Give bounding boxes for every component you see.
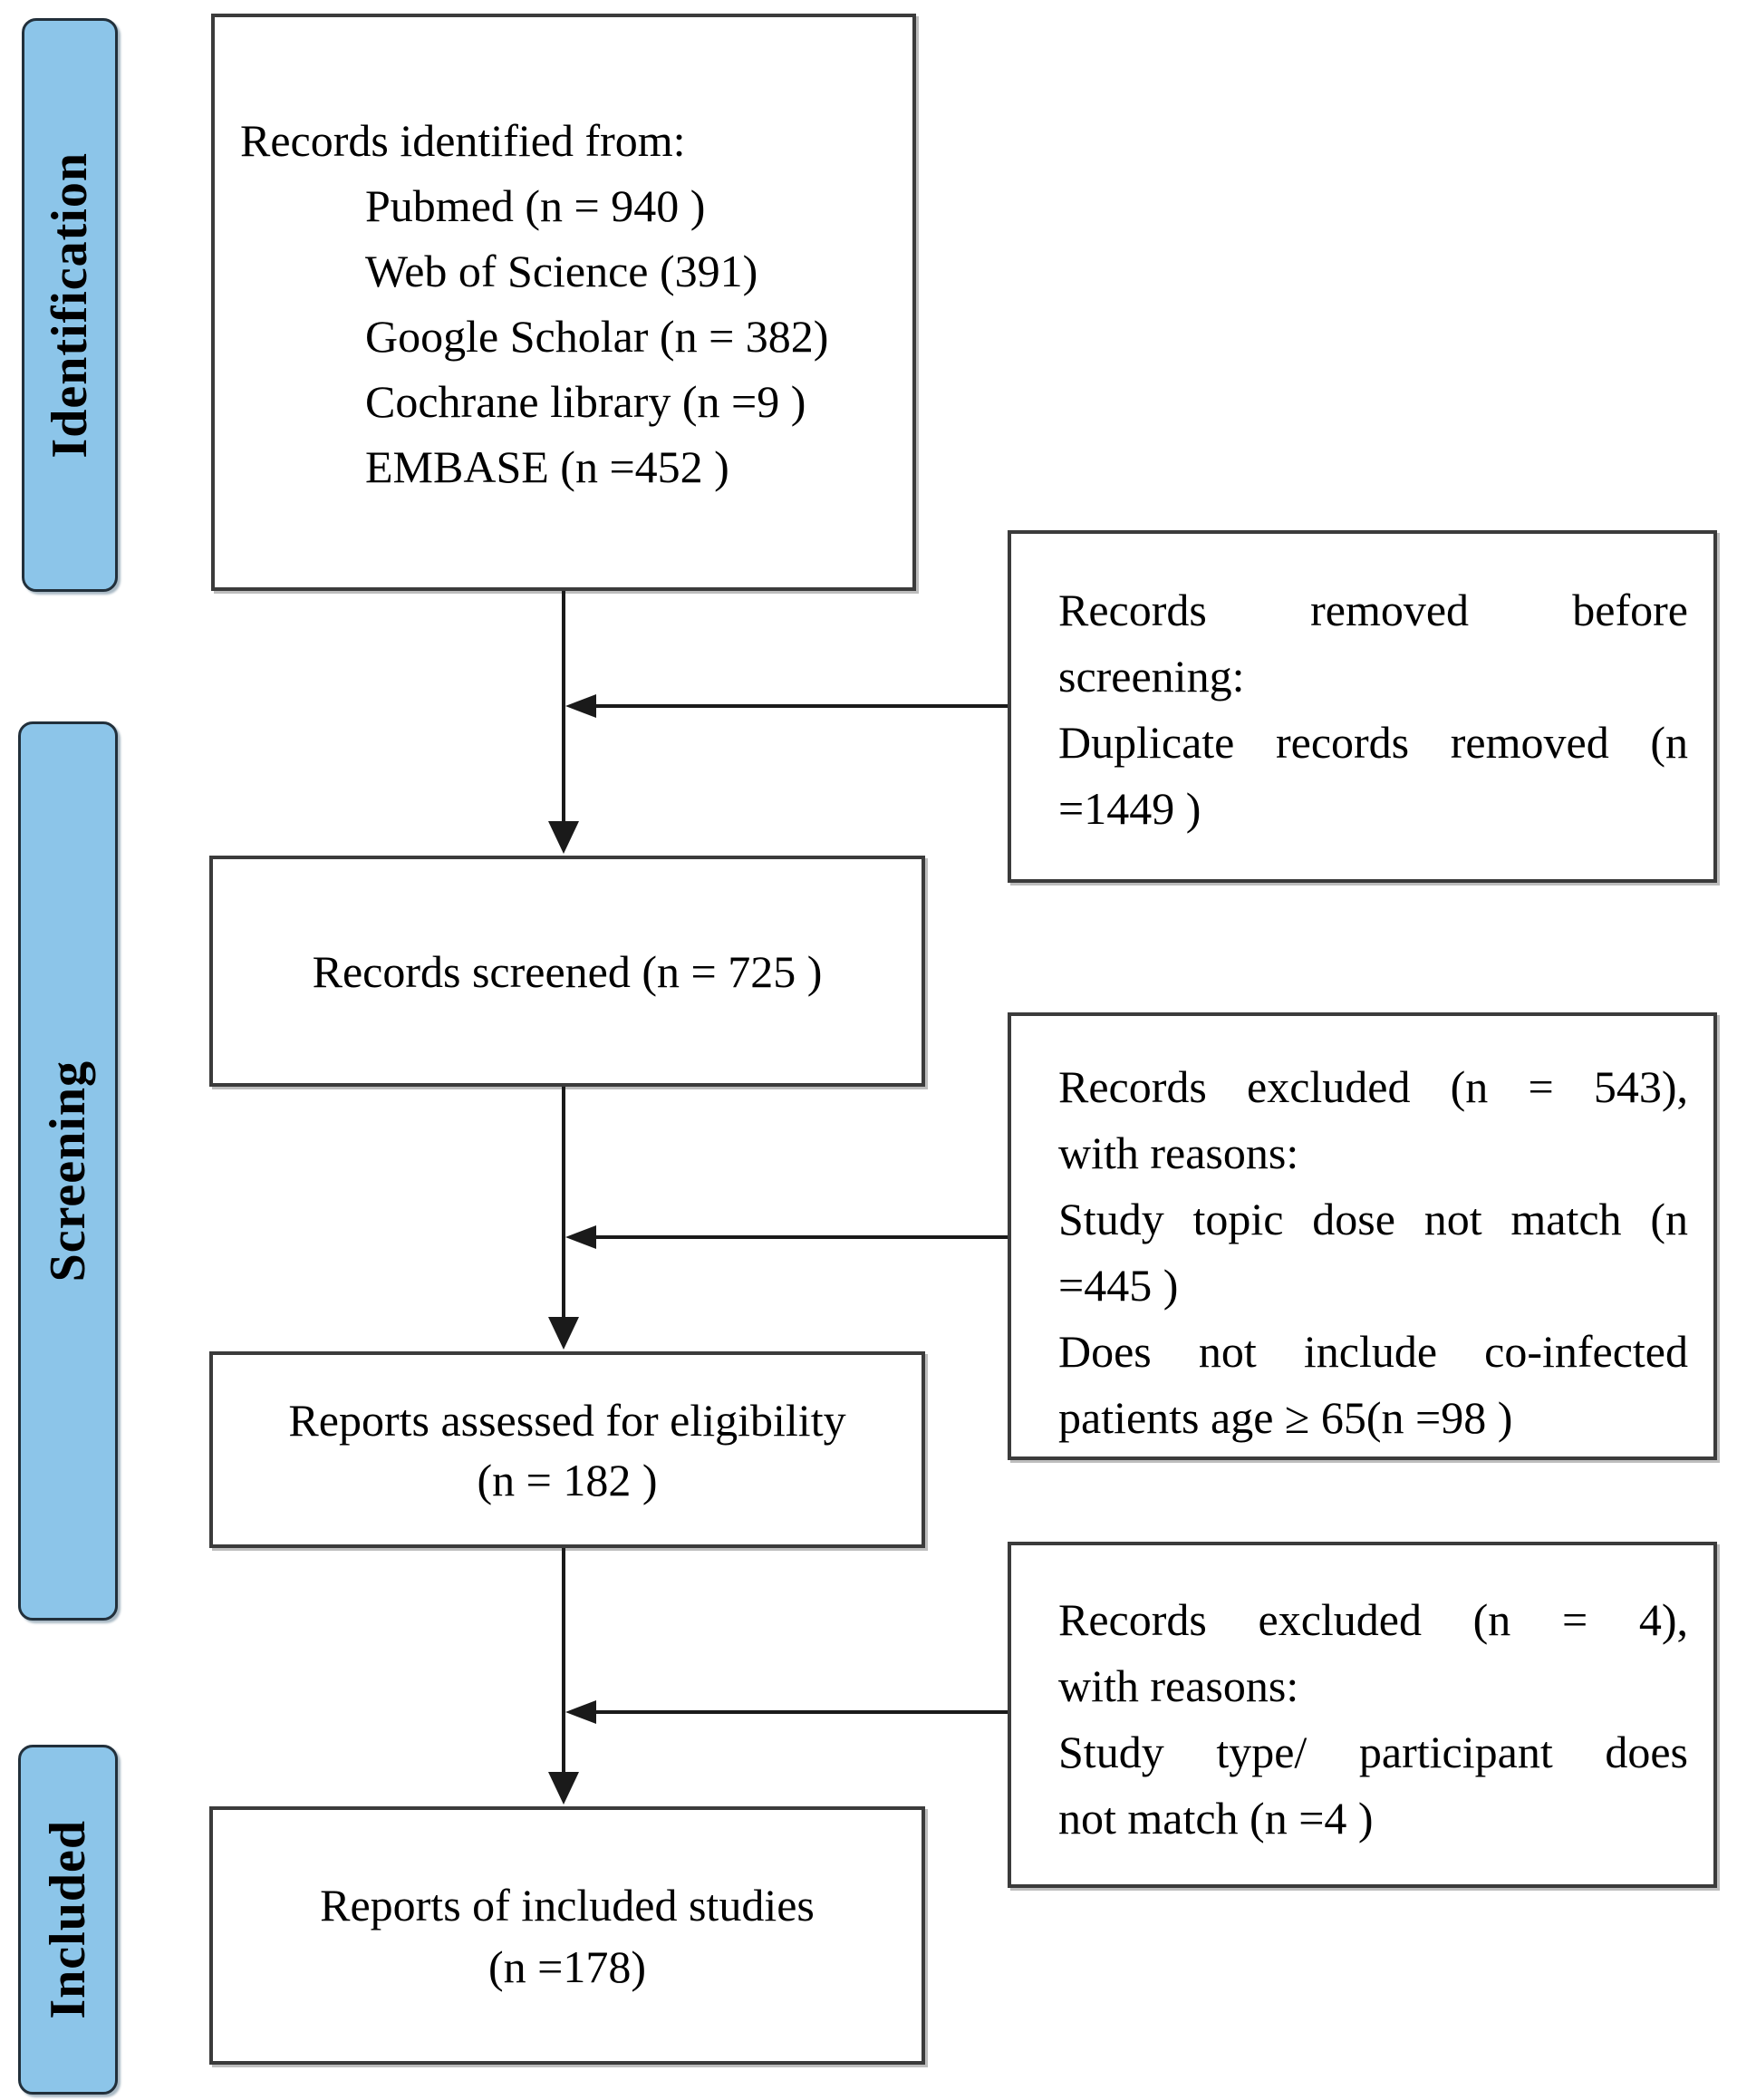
excluded1-line: Study topic dose not match (n	[1058, 1194, 1688, 1244]
reports-assessed-line1: Reports assessed for eligibility	[288, 1394, 846, 1446]
box-records-excluded-543: Records excluded (n = 543), with reasons…	[1008, 1012, 1717, 1460]
arrowhead-left-icon	[565, 1225, 596, 1249]
removed-line: =1449 )	[1058, 783, 1201, 834]
arrowhead-left-icon	[565, 1700, 596, 1724]
arrow-line-screened-to-assessed	[562, 1087, 565, 1319]
source-cochrane-library: Cochrane library (n =9 )	[365, 376, 806, 427]
removed-line: screening:	[1058, 651, 1245, 702]
box-records-excluded-4: Records excluded (n = 4), with reasons: …	[1008, 1542, 1717, 1888]
records-identified-title: Records identified from:	[240, 115, 686, 166]
box-records-identified: Records identified from: Pubmed (n = 940…	[211, 14, 916, 591]
excluded1-line: Does not include co-infected	[1058, 1326, 1688, 1377]
excluded2-line: Study type/ participant does	[1058, 1727, 1688, 1777]
records-screened-text: Records screened (n = 725 )	[312, 945, 823, 997]
stage-label-included-text: Included	[40, 1820, 96, 2019]
excluded2-line: Records excluded (n = 4),	[1058, 1594, 1688, 1645]
excluded1-line: Records excluded (n = 543),	[1058, 1061, 1688, 1112]
source-web-of-science: Web of Science (391)	[365, 246, 758, 296]
box-reports-included: Reports of included studies (n =178)	[209, 1806, 925, 2065]
reports-included-line2: (n =178)	[488, 1940, 646, 1992]
arrow-line-excluded2-branch	[589, 1710, 1008, 1714]
reports-included-line1: Reports of included studies	[320, 1879, 815, 1931]
arrow-line-identified-to-screened	[562, 591, 565, 825]
arrow-line-removed-branch	[589, 704, 1008, 708]
source-google-scholar: Google Scholar (n = 382)	[365, 311, 829, 362]
stage-label-screening: Screening	[18, 721, 118, 1621]
stage-label-included: Included	[18, 1745, 118, 2095]
excluded2-line: not match (n =4 )	[1058, 1793, 1374, 1844]
reports-assessed-line2: (n = 182 )	[477, 1454, 658, 1505]
excluded2-line: with reasons:	[1058, 1660, 1299, 1711]
box-records-removed-before-screening: Records removed before screening: Duplic…	[1008, 530, 1717, 883]
arrowhead-down-icon	[548, 1317, 579, 1350]
source-pubmed: Pubmed (n = 940 )	[365, 180, 706, 231]
arrow-line-assessed-to-included	[562, 1548, 565, 1774]
removed-line: Duplicate records removed (n	[1058, 717, 1688, 768]
stage-label-identification-text: Identification	[42, 151, 98, 459]
removed-line: Records removed before	[1058, 585, 1688, 635]
arrowhead-down-icon	[548, 821, 579, 854]
excluded1-line: =445 )	[1058, 1260, 1179, 1311]
stage-label-screening-text: Screening	[40, 1060, 96, 1282]
stage-label-identification: Identification	[22, 18, 118, 592]
excluded1-line: with reasons:	[1058, 1127, 1299, 1178]
excluded1-line: patients age ≥ 65(n =98 )	[1058, 1392, 1513, 1443]
source-embase: EMBASE (n =452 )	[365, 441, 729, 492]
arrow-line-excluded1-branch	[589, 1235, 1008, 1239]
arrowhead-left-icon	[565, 694, 596, 718]
arrowhead-down-icon	[548, 1772, 579, 1805]
box-records-screened: Records screened (n = 725 )	[209, 856, 925, 1087]
box-reports-assessed: Reports assessed for eligibility (n = 18…	[209, 1351, 925, 1548]
